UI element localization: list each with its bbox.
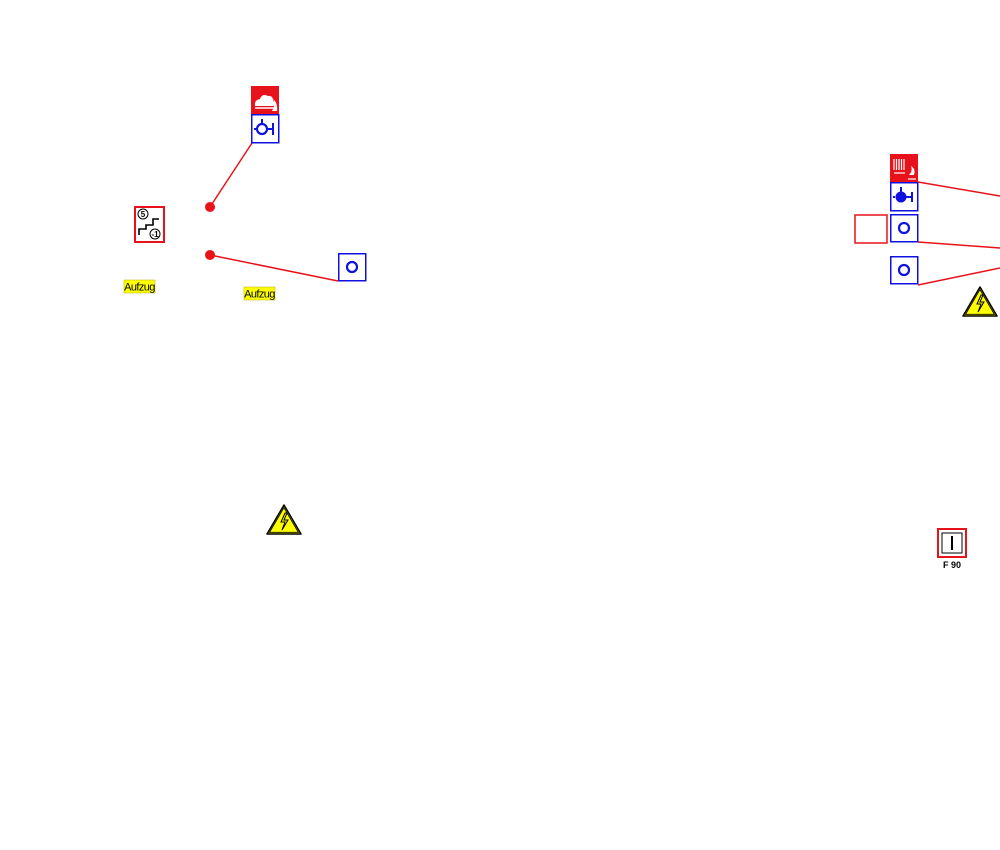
- floor-top-number: 5: [141, 210, 146, 219]
- heat-fire-detector-icon[interactable]: [890, 154, 918, 182]
- detector-point-icon[interactable]: [890, 214, 919, 243]
- detector-point-icon[interactable]: [338, 253, 367, 282]
- elevator-label-text: Aufzug: [244, 289, 275, 301]
- detector-point-icon[interactable]: [890, 256, 919, 285]
- connection-line-right-2: [917, 241, 1000, 249]
- fire-door-icon[interactable]: [937, 528, 967, 558]
- connection-point-icon[interactable]: [205, 250, 215, 260]
- manual-call-point-icon[interactable]: [251, 114, 280, 144]
- high-voltage-warning-icon[interactable]: [962, 286, 998, 317]
- fire-door-label: F 90: [943, 560, 961, 570]
- high-voltage-warning-icon[interactable]: [266, 504, 302, 535]
- floor-bottom-number: -1: [151, 230, 159, 239]
- smoke-fire-detector-icon[interactable]: [251, 86, 279, 114]
- empty-red-box-icon[interactable]: [854, 214, 888, 244]
- connection-line-top-left: [209, 142, 253, 208]
- connection-line-right-1: [917, 181, 1000, 197]
- key-switch-icon[interactable]: [890, 182, 919, 212]
- stairway-floors-icon[interactable]: 5 -1: [134, 206, 165, 243]
- connection-line-mid-left: [209, 254, 339, 282]
- connection-point-icon[interactable]: [205, 202, 215, 212]
- elevator-label-text: Aufzug: [124, 282, 155, 294]
- elevator-label: Aufzug: [243, 286, 276, 301]
- connection-line-right-3: [917, 267, 1000, 286]
- elevator-label: Aufzug: [123, 279, 156, 294]
